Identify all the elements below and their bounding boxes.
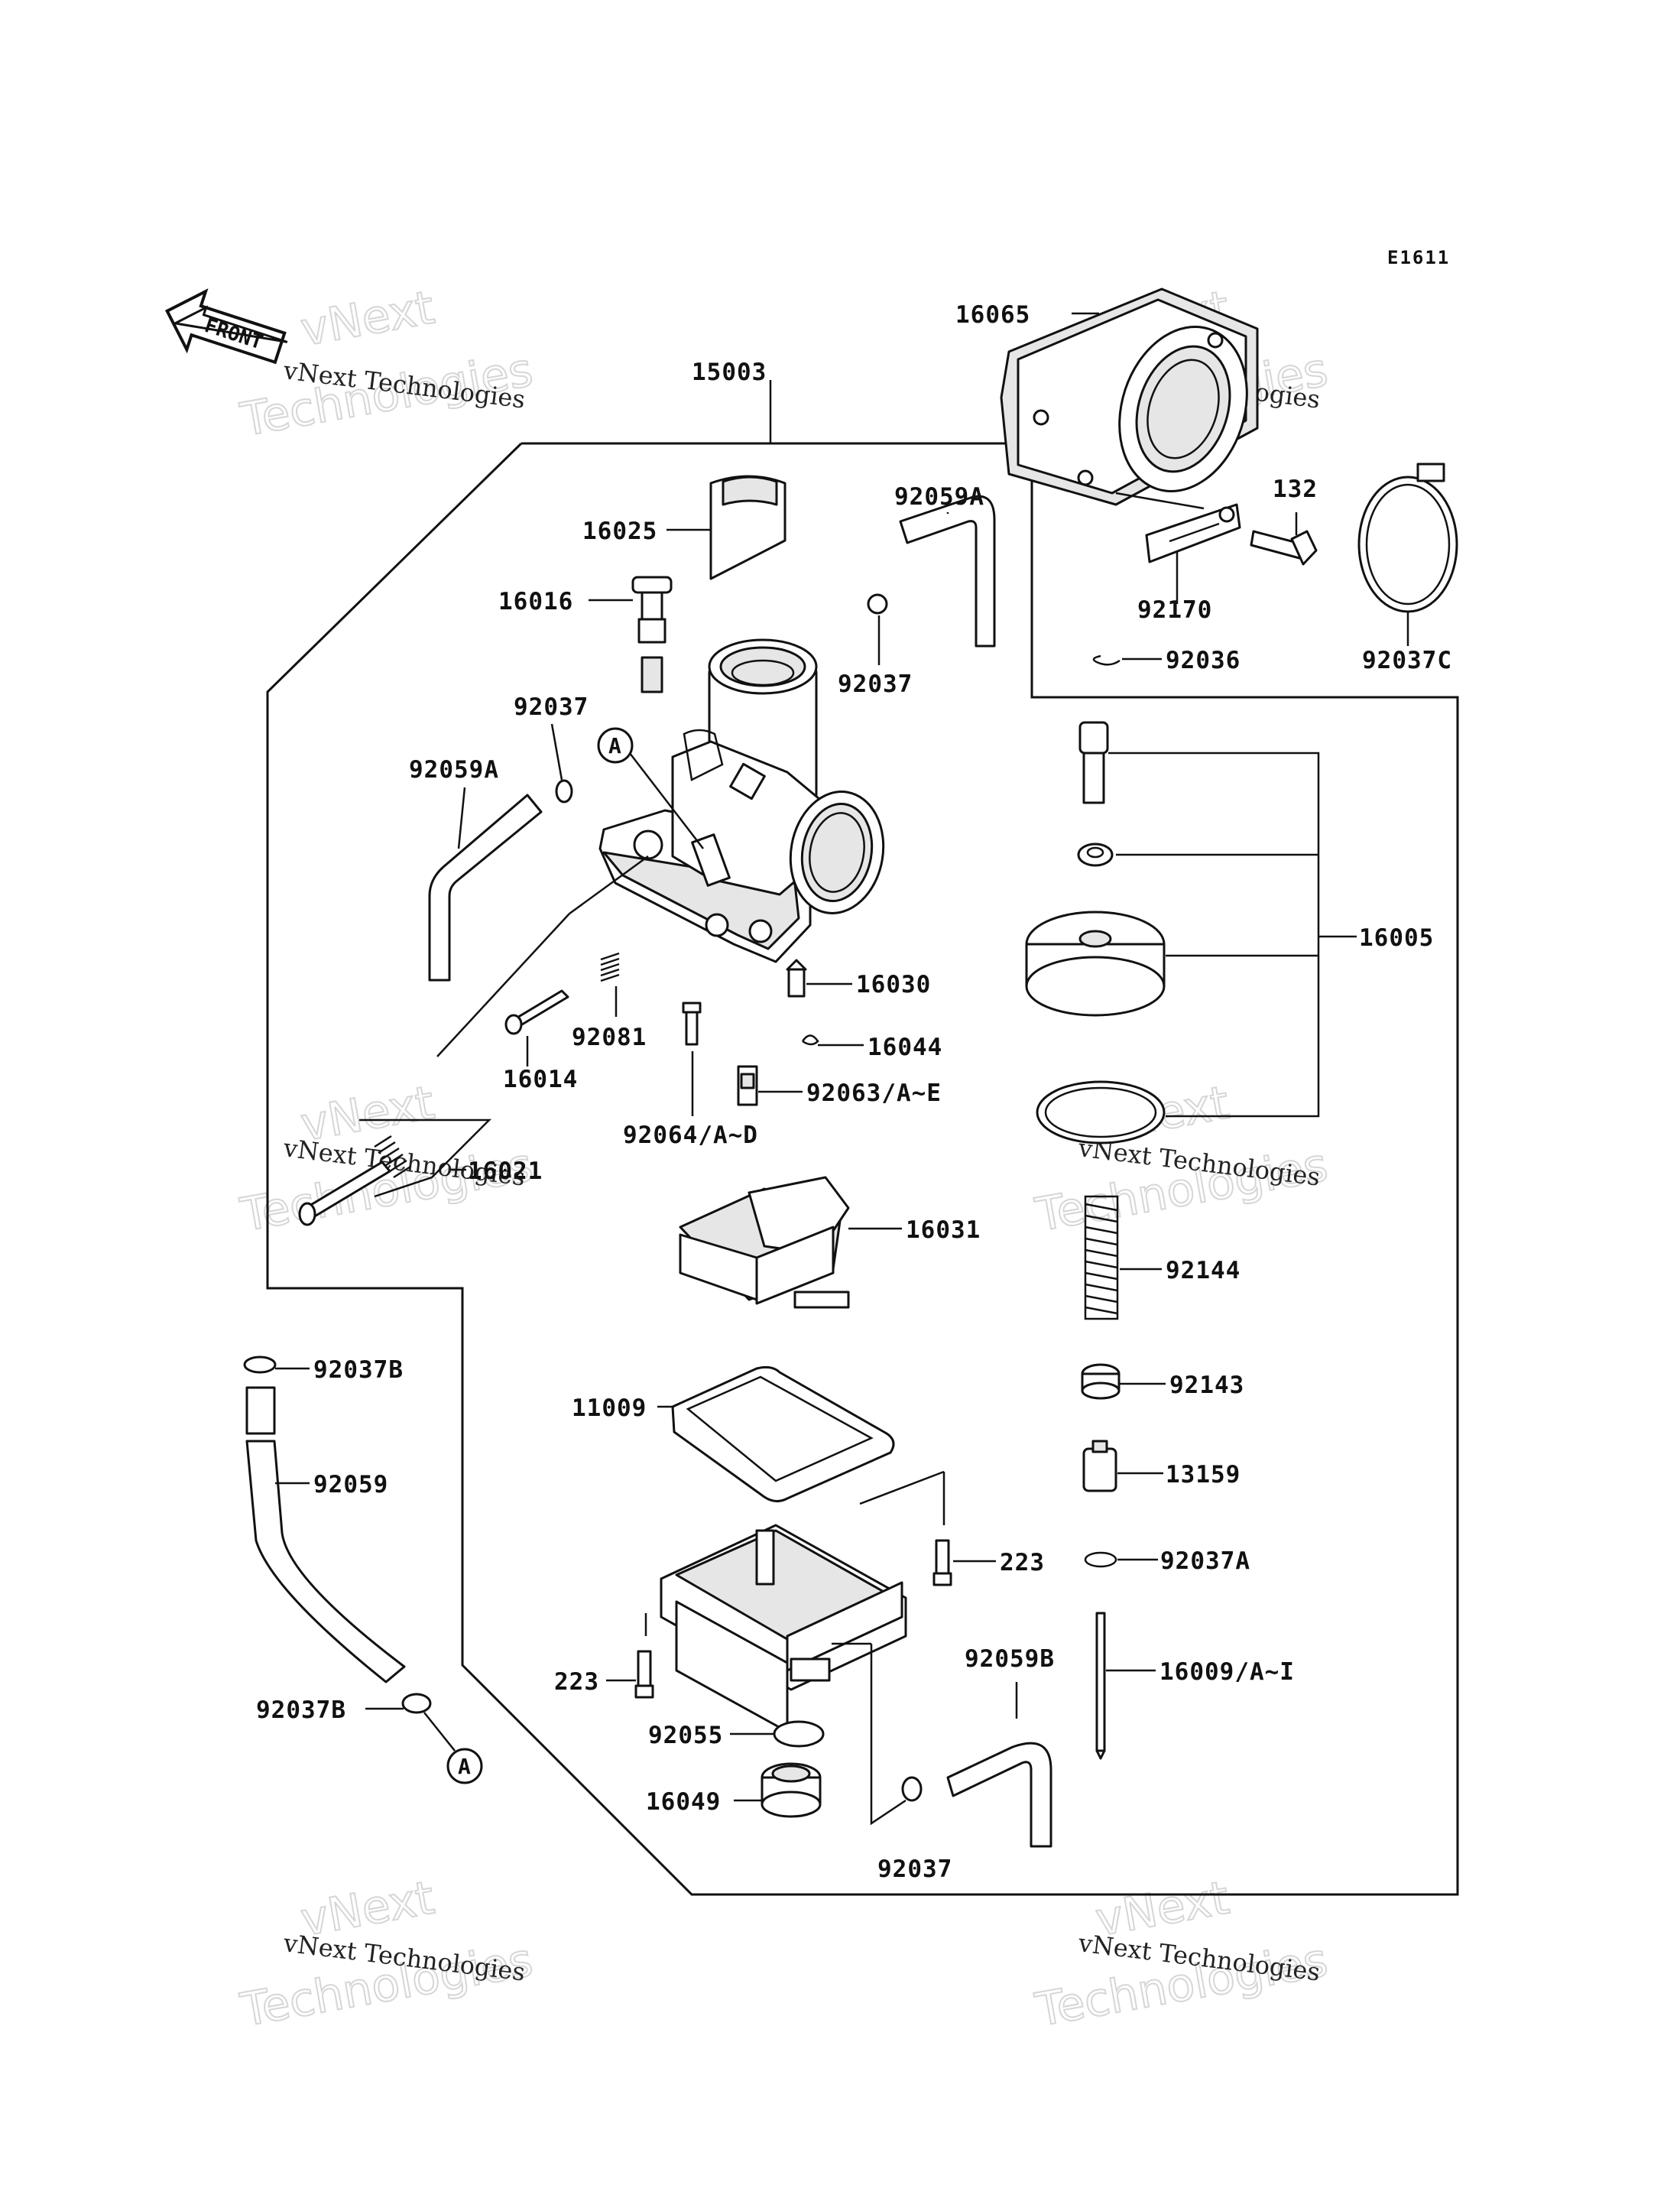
clamp-92037C (1357, 463, 1458, 613)
intake-manifold-16065 (1000, 287, 1259, 506)
label-223-right: 223 (1000, 1549, 1045, 1576)
label-92144: 92144 (1166, 1257, 1241, 1284)
label-92081: 92081 (572, 1024, 647, 1051)
label-16005: 16005 (1359, 924, 1434, 952)
air-screw-16014 (504, 989, 569, 1035)
label-92059: 92059 (313, 1471, 388, 1498)
front-arrow-icon: FRONT (164, 288, 288, 365)
throttle-valve-13159 (1082, 1440, 1117, 1492)
label-16009: 16009/A~I (1159, 1658, 1295, 1686)
reference-circle-a-top: A (597, 727, 634, 764)
watermark-bottom-right: vNext Technologies vNext Technologies (1030, 1870, 1332, 2038)
hose-92059A-top (899, 495, 996, 648)
float-needle-16030 (786, 959, 807, 998)
label-16030: 16030 (856, 971, 931, 998)
label-13159: 13159 (1166, 1461, 1241, 1489)
bolt-132 (1250, 530, 1318, 566)
oring-92055 (773, 1720, 825, 1748)
label-16014: 16014 (503, 1066, 578, 1093)
screw-223-left (634, 1650, 654, 1699)
clip-92036 (1092, 654, 1121, 666)
throttle-stop-screw-16016 (631, 576, 673, 693)
label-92170: 92170 (1137, 596, 1212, 624)
label-92037B-top: 92037B (313, 1356, 404, 1384)
hose-92059 (245, 1386, 406, 1683)
label-16031: 16031 (906, 1216, 981, 1244)
label-16049: 16049 (646, 1788, 721, 1816)
spring-92144 (1084, 1195, 1119, 1320)
label-92037-left: 92037 (514, 693, 589, 721)
float-16031 (679, 1176, 850, 1309)
clip-92037-left (555, 779, 573, 804)
hose-92059A-left (428, 794, 543, 982)
gasket-11009 (671, 1365, 895, 1502)
pilot-jet-92064 (682, 1002, 702, 1046)
throttle-cover-16025 (709, 475, 786, 580)
clip-92037B-bottom (401, 1693, 432, 1714)
label-16065: 16065 (955, 301, 1030, 329)
label-92059B: 92059B (965, 1645, 1055, 1673)
clip-92037-bottom (901, 1776, 923, 1802)
label-92037-top: 92037 (838, 670, 913, 698)
jet-needle-16009 (1095, 1612, 1106, 1760)
screw-223-right (932, 1539, 952, 1586)
label-11009: 11009 (572, 1394, 647, 1422)
svg-text:A: A (608, 733, 621, 758)
label-16021: 16021 (468, 1157, 543, 1185)
watermark-bottom-left: vNext Technologies vNext Technologies (235, 1870, 537, 2038)
float-bowl (660, 1524, 907, 1733)
label-92055: 92055 (648, 1722, 723, 1749)
label-92036: 92036 (1166, 647, 1241, 674)
label-223-left: 223 (554, 1668, 599, 1696)
label-132: 132 (1273, 476, 1318, 503)
diagram-code: E1611 (1387, 247, 1450, 268)
label-92059A-left: 92059A (409, 756, 499, 784)
carburetor-body (598, 638, 885, 963)
clip-92037-top (867, 593, 888, 615)
top-cap-16005 (1025, 911, 1166, 1017)
nut-16005 (1077, 843, 1114, 867)
reference-circle-a-bottom: A (446, 1748, 483, 1784)
label-92059A-top: 92059A (894, 483, 984, 511)
svg-text:vNext: vNext (297, 281, 438, 356)
spring-92081 (600, 952, 620, 982)
label-92063: 92063/A~E (806, 1080, 942, 1107)
clip-16044 (801, 1034, 819, 1046)
clip-92037A (1084, 1551, 1117, 1568)
label-92037B-bottom: 92037B (256, 1696, 346, 1724)
label-16016: 16016 (498, 588, 573, 615)
label-15003: 15003 (692, 359, 767, 386)
main-jet-92063 (737, 1065, 758, 1106)
label-92037-bottom: 92037 (877, 1855, 952, 1883)
assembly-frame (266, 442, 1459, 1896)
label-92143: 92143 (1169, 1372, 1244, 1399)
watermark-top-left: vNext Technologies vNext Technologies (235, 280, 537, 448)
drain-plug-16049 (761, 1762, 822, 1818)
bracket-92170 (1145, 503, 1241, 563)
retainer-92143 (1081, 1363, 1121, 1400)
pilot-screw-16021 (298, 1135, 411, 1226)
label-92037A: 92037A (1160, 1547, 1250, 1575)
clip-92037B-top (243, 1355, 277, 1374)
svg-text:A: A (458, 1754, 471, 1779)
label-16044: 16044 (868, 1034, 942, 1061)
hose-92059B (946, 1742, 1052, 1848)
label-92064: 92064/A~D (623, 1122, 758, 1149)
cap-screw-16005 (1078, 721, 1109, 804)
oring-16005 (1036, 1080, 1166, 1144)
label-16025: 16025 (582, 518, 657, 545)
label-92037C: 92037C (1362, 647, 1452, 674)
